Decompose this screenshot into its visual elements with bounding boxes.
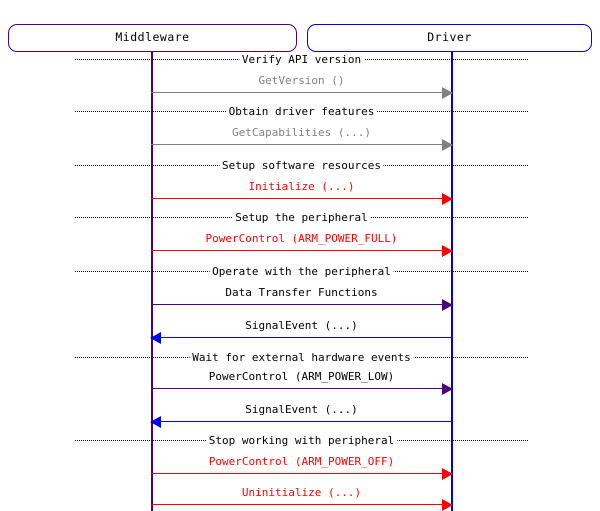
message-label: PowerControl (ARM_POWER_FULL)	[205, 232, 398, 245]
message-5[interactable]: Initialize (...)	[151, 175, 453, 205]
message-15[interactable]: PowerControl (ARM_POWER_OFF)	[151, 450, 453, 480]
lifeline-middleware	[151, 52, 153, 511]
arrowhead-icon	[442, 244, 453, 257]
message-line	[151, 143, 452, 145]
separator-8: Operate with the peripheral	[75, 265, 528, 279]
message-line	[151, 303, 452, 305]
message-9[interactable]: Data Transfer Functions	[151, 281, 453, 311]
separator-label: Verify API version	[238, 53, 365, 67]
separator-0: Verify API version	[75, 53, 528, 67]
message-label: Initialize (...)	[248, 180, 355, 193]
arrowhead-icon	[442, 86, 453, 99]
lifeline-driver	[451, 52, 453, 511]
message-line	[151, 336, 452, 338]
separator-label: Setup the peripheral	[232, 211, 371, 225]
message-16[interactable]: Uninitialize (...)	[151, 481, 453, 511]
message-10[interactable]: SignalEvent (...)	[150, 314, 452, 344]
message-label: Uninitialize (...)	[241, 486, 362, 499]
message-line	[151, 472, 452, 474]
message-label: SignalEvent (...)	[245, 319, 358, 332]
message-line	[151, 503, 452, 505]
message-13[interactable]: SignalEvent (...)	[150, 398, 452, 428]
message-3[interactable]: GetCapabilities (...)	[151, 121, 453, 151]
actor-label-middleware: Middleware	[115, 30, 190, 45]
arrowhead-icon	[442, 138, 453, 151]
message-label: PowerControl (ARM_POWER_LOW)	[208, 370, 395, 383]
separator-label: Operate with the peripheral	[209, 265, 394, 279]
message-label: SignalEvent (...)	[245, 403, 358, 416]
arrowhead-icon	[442, 192, 453, 205]
arrowhead-icon	[150, 415, 161, 428]
separator-label: Stop working with peripheral	[205, 434, 398, 448]
message-line	[151, 387, 452, 389]
message-12[interactable]: PowerControl (ARM_POWER_LOW)	[151, 365, 453, 395]
message-line	[151, 420, 452, 422]
arrowhead-icon	[442, 298, 453, 311]
separator-2: Obtain driver features	[75, 105, 528, 119]
separator-14: Stop working with peripheral	[75, 434, 528, 448]
message-label: Data Transfer Functions	[225, 286, 378, 299]
actor-box-middleware[interactable]: Middleware	[8, 24, 297, 52]
separator-6: Setup the peripheral	[75, 211, 528, 225]
separator-label: Setup software resources	[219, 159, 384, 173]
arrowhead-icon	[442, 382, 453, 395]
arrowhead-icon	[442, 467, 453, 480]
separator-11: Wait for external hardware events	[75, 351, 528, 365]
message-label: PowerControl (ARM_POWER_OFF)	[208, 455, 395, 468]
separator-label: Obtain driver features	[225, 105, 378, 119]
separator-label: Wait for external hardware events	[189, 351, 414, 365]
message-line	[151, 197, 452, 199]
message-label: GetCapabilities (...)	[231, 126, 372, 139]
actor-box-driver[interactable]: Driver	[307, 24, 592, 52]
message-1[interactable]: GetVersion ()	[151, 69, 453, 99]
message-line	[151, 249, 452, 251]
arrowhead-icon	[150, 331, 161, 344]
message-line	[151, 91, 452, 93]
arrowhead-icon	[442, 498, 453, 511]
message-7[interactable]: PowerControl (ARM_POWER_FULL)	[151, 227, 453, 257]
message-label: GetVersion ()	[258, 74, 345, 87]
separator-4: Setup software resources	[75, 159, 528, 173]
actor-label-driver: Driver	[427, 30, 472, 45]
